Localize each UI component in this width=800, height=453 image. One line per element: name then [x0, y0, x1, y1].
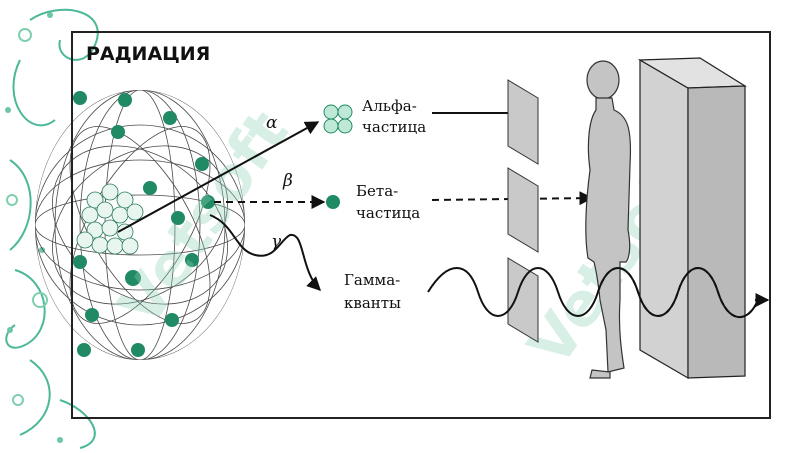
decorative-dots [5, 12, 63, 443]
diagram-frame [71, 31, 771, 419]
beta-label-line2: частица [356, 204, 420, 222]
beta-particle-icon [326, 195, 340, 209]
beta-symbol: β [282, 171, 293, 191]
alpha-particle-icon [323, 104, 353, 134]
gamma-continue-wave [427, 267, 759, 319]
beta-label-line1: Бета- [356, 182, 398, 200]
gamma-wave-arrow [209, 214, 321, 291]
alpha-label-line1: Альфа- [362, 97, 417, 115]
paper-barrier-plates [507, 79, 539, 343]
alpha-label-line2: частица [362, 118, 426, 136]
decorative-swirl-ornament [5, 8, 99, 449]
lead-shield-block [637, 57, 747, 380]
gamma-label-line2: кванты [344, 294, 401, 312]
human-figure [585, 60, 632, 379]
gamma-symbol: γ [271, 232, 282, 252]
electron-particles [73, 91, 215, 357]
beta-continue-arrow [431, 191, 594, 206]
diagram-title: РАДИАЦИЯ [86, 43, 210, 65]
nucleus-cluster [76, 183, 144, 255]
gamma-wave-through-block [597, 267, 759, 319]
gamma-label-line1: Гамма- [344, 271, 400, 289]
alpha-symbol: α [266, 113, 278, 133]
alpha-ray-arrow [117, 121, 320, 233]
